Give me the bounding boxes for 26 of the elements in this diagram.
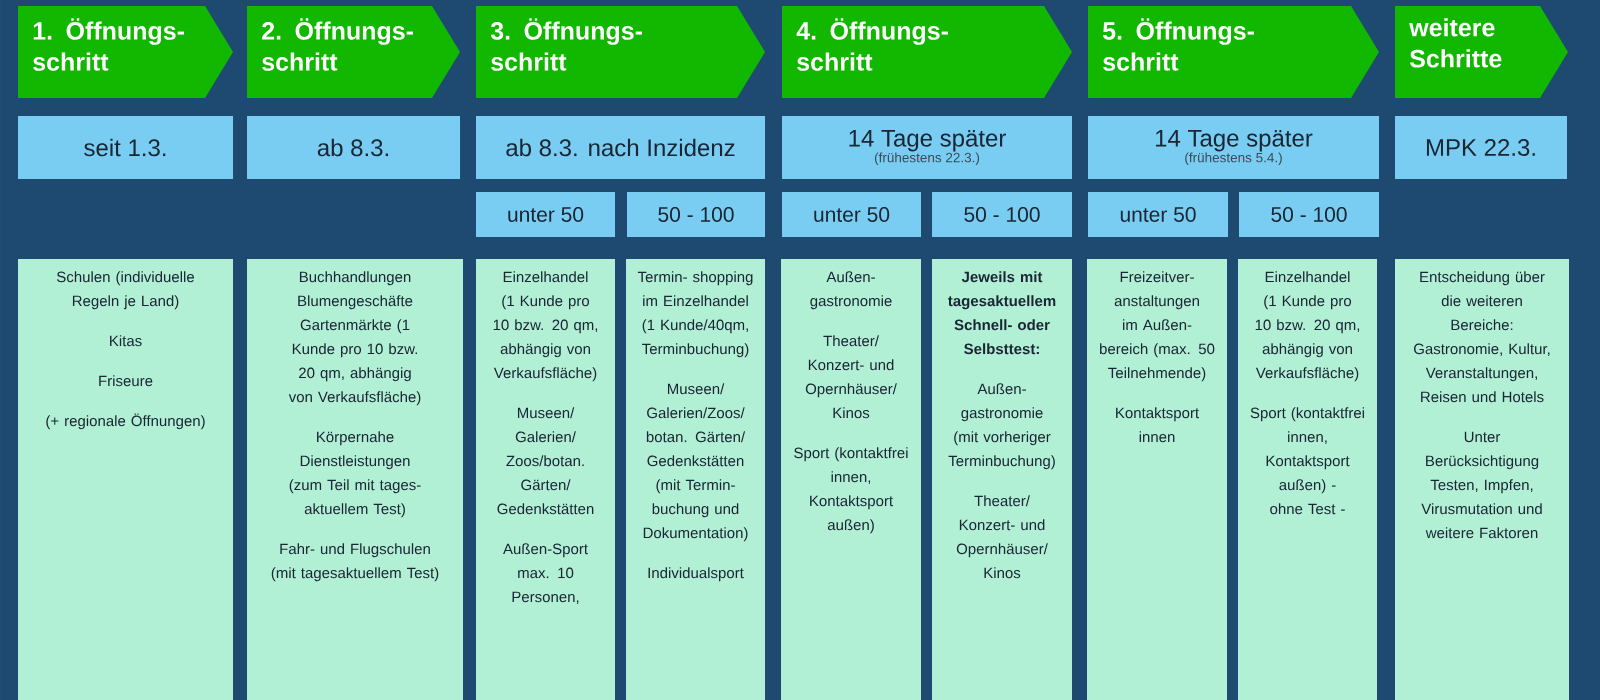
incidence-box: unter 50 — [782, 192, 921, 237]
incidence-box: 50 - 100 — [932, 192, 1072, 237]
date-box: seit 1.3. — [18, 116, 233, 179]
measures-box: Außen- gastronomie Theater/ Konzert- und Opernhäuser/ Kinos Sport (kontaktfrei innen, Kontaktsport außen) — [781, 259, 921, 700]
date-box: 14 Tage später (frühestens 22.3.) — [782, 116, 1072, 179]
step-banner: 4. Öffnungs- schritt — [782, 6, 1072, 98]
measures-box: Buchhandlungen Blumengeschäfte Gartenmärkte (1 Kunde pro 10 bzw. 20 qm, abhängig von Verkaufsfläche) Körpernahe Dienstleistungen (zum Teil mit tages- aktuellem Test) Fahr- und Flugschulen (mit tagesaktuellem Test) — [247, 259, 463, 700]
incidence-box: 50 - 100 — [627, 192, 765, 237]
step-banner: 1. Öffnungs- schritt — [18, 6, 233, 98]
incidence-box: unter 50 — [1088, 192, 1228, 237]
measures-box: Einzelhandel (1 Kunde pro 10 bzw. 20 qm, abhängig von Verkaufsfläche) Sport (kontaktfrei innen, Kontaktsport außen) - ohne Test - — [1238, 259, 1377, 700]
measures-box: Jeweils mit tagesaktuellem Schnell- oder Selbsttest: Außen- gastronomie (mit vorheriger Terminbuchung) Theater/ Konzert- und Opernhäuser/ Kinos — [932, 259, 1072, 700]
incidence-box: unter 50 — [476, 192, 615, 237]
date-box: MPK 22.3. — [1395, 116, 1567, 179]
measures-box: Schulen (individuelle Regeln je Land) Kitas Friseure (+ regionale Öffnungen) — [18, 259, 233, 700]
step-banner: 2. Öffnungs- schritt — [247, 6, 460, 98]
date-box: 14 Tage später (frühestens 5.4.) — [1088, 116, 1379, 179]
step-banner: 5. Öffnungs- schritt — [1088, 6, 1379, 98]
date-box: ab 8.3. — [247, 116, 460, 179]
date-box: ab 8.3. nach Inzidenz — [476, 116, 765, 179]
measures-box: Freizeitver- anstaltungen im Außen- bereich (max. 50 Teilnehmende) Kontaktsport innen — [1087, 259, 1227, 700]
measures-box: Einzelhandel (1 Kunde pro 10 bzw. 20 qm, abhängig von Verkaufsfläche) Museen/ Galerien/ Zoos/botan. Gärten/ Gedenkstätten Außen-Sport max. 10 Personen, — [476, 259, 615, 700]
incidence-box: 50 - 100 — [1239, 192, 1379, 237]
step-banner: 3. Öffnungs- schritt — [476, 6, 765, 98]
measures-box: Entscheidung über die weiteren Bereiche: Gastronomie, Kultur, Veranstaltungen, Reisen und Hotels Unter Berücksichtigung Testen, Impfen, Virusmutation und weitere Faktoren — [1395, 259, 1569, 700]
measures-box: Termin- shopping im Einzelhandel (1 Kunde/40qm, Terminbuchung) Museen/ Galerien/Zoos/ botan. Gärten/ Gedenkstätten (mit Termin- buchung und Dokumentation) Individualsport — [626, 259, 765, 700]
